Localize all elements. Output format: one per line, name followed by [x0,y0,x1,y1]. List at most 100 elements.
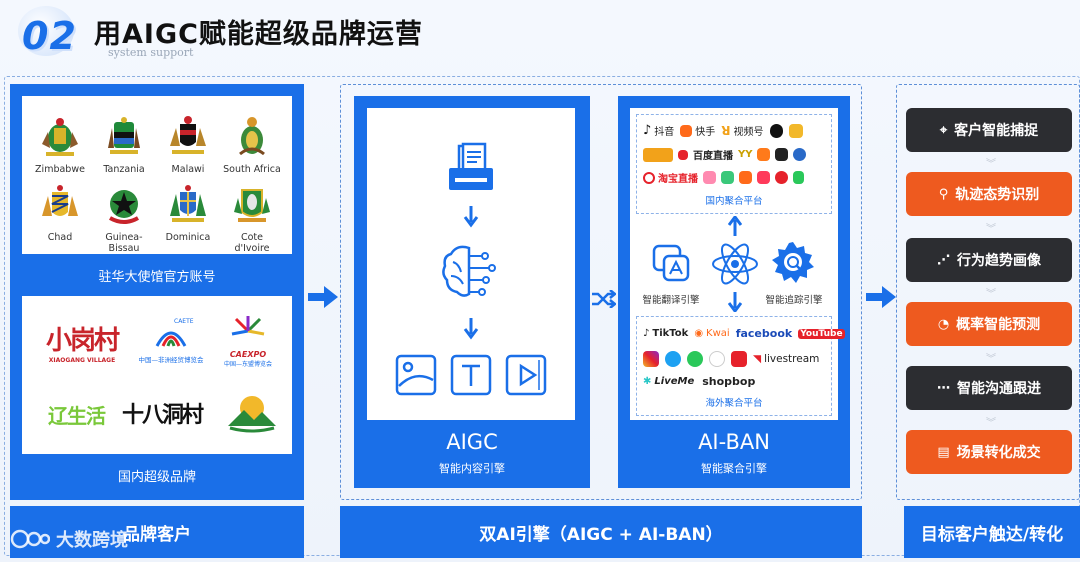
embassy-malawi: Malawi [158,114,218,175]
pie-icon: ◔ [937,316,950,332]
overseas-platforms-box: ♪TikTok ◉Kwai facebook YouTube ◥livestre… [636,316,845,416]
domestic-label: 国内聚合平台 [705,196,763,207]
tanzania-emblem-icon [108,117,140,154]
translate-engine-icon [652,244,690,282]
brand-xiaogang: 小岗村 XIAOGANG VILLAGE [45,326,120,364]
step-scene-conversion: ▤场景转化成交 [906,430,1072,474]
embassy-zimbabwe: Zimbabwe [30,114,90,175]
huya-icon [643,147,673,162]
trend-icon: ⋰ [937,252,950,268]
step-customer-capture: ⌖客户智能捕捉 [906,108,1072,152]
shipinhao-icon: ꓤ [721,123,731,138]
platform-kwai: ◉Kwai [694,328,730,339]
card-icon: ▤ [937,444,950,460]
platform-youtube: YouTube [798,328,845,339]
embassy-dominica: Dominica [158,182,218,243]
qq-icon [769,123,783,138]
platform-shopbop: shopbop [702,375,756,388]
flow-arrow-2-icon [866,286,896,308]
brand-shibadongcun: 十八洞村 [122,402,204,428]
platform-facebook: facebook [735,327,793,340]
app-icon-orange [757,148,771,161]
app-icon-green-2 [793,171,804,184]
app-icon-orange-2 [739,171,752,184]
dominica-emblem-icon [170,185,206,222]
brand-caexpo: CAEXPO 中国—东盟博览会 [218,316,278,368]
flow-arrow-1-icon [308,286,338,308]
shuffle-icon [592,290,616,308]
app-icon-red [757,171,770,184]
twitter-icon [665,351,681,367]
platform-taobao-live: 淘宝直播 [643,170,698,185]
platform-liveme: ✱LiveMe [643,376,695,387]
brand-mountain-logo [226,392,278,438]
text-content-icon [450,354,492,396]
target-icon: ⌖ [939,122,948,138]
instagram-icon [643,351,659,367]
step-smart-followup: ⋯智能沟通跟进 [906,366,1072,410]
caexpo-logo-icon [231,316,265,336]
chevron-down-icon: ︾ [986,354,996,365]
app-icon-pink [703,171,716,184]
aigc-title: AIGC [446,430,498,454]
chevron-down-icon: ︾ [986,289,996,300]
kwai-icon: ◉ [694,328,704,339]
embassy-south-africa: South Africa [222,114,282,175]
footer-target-conversion: 目标客户触达/转化 [904,506,1080,558]
embassy-guinea-bissau: Guinea-Bissau [94,182,154,254]
liveme-icon: ✱ [643,376,652,387]
aigc-subtitle: 智能内容引擎 [439,462,505,475]
step-probability-prediction: ◔概率智能预测 [906,302,1072,346]
middle-frame [340,84,862,500]
platform-baidu-live: 百度直播 [693,151,733,162]
app-icon-blue [793,148,807,161]
kuaishou-icon [680,124,693,137]
guinea-bissau-emblem-icon [109,190,139,224]
section-number: 02 [22,14,77,58]
chad-emblem-icon [42,185,78,216]
chevron-down-icon: ︾ [986,418,996,429]
footer-dual-ai-engine: 双AI引擎（AIGC + AI-BAN） [340,506,862,558]
app-icon-dark [775,148,789,161]
tracking-engine-icon [772,242,814,283]
platform-yy: YY [738,149,753,160]
embassy-cote-divoire: Cote d'Ivoire [222,182,282,254]
platform-kuaishou: 快手 [680,123,715,138]
down-arrow-icon [463,318,479,340]
header-badge-bg [18,6,74,56]
caete-logo-icon [155,331,187,347]
douyin-icon: ♪ [643,123,652,138]
aiban-title: AI-BAN [698,430,770,454]
document-printer-icon [449,142,493,190]
cote-divoire-emblem-icon [234,189,270,222]
footer-brand-clients: 品牌客户 [10,506,304,558]
page-title: 用AIGC赋能超级品牌运营 [94,19,423,50]
malawi-emblem-icon [170,116,206,154]
taobao-icon [643,171,655,184]
chevron-down-icon: ︾ [986,159,996,170]
wechat-icon [788,123,803,138]
douyu-icon [678,149,688,160]
chat-icon: ⋯ [937,380,950,396]
app-icon-red-2 [775,171,788,184]
embassy-tanzania: Tanzania [94,114,154,175]
location-icon: ⚲ [938,186,949,202]
livestream-icon: ◥ [753,353,762,365]
line-icon [687,351,703,367]
platform-tiktok: ♪TikTok [643,328,689,339]
step-trajectory-recognition: ⚲轨迹态势识别 [906,172,1072,216]
video-content-icon [505,354,547,396]
embassies-card: Zimbabwe Tanzania Malawi South Africa Ch… [22,96,292,254]
ai-brain-icon [442,245,496,297]
brand-liaoshenghuo: 辽生活 [48,404,106,428]
step-behavior-portrait: ⋰行为趋势画像 [906,238,1072,282]
translate-engine-label: 智能翻译引擎 [642,295,700,306]
zimbabwe-emblem-icon [42,118,78,156]
down-arrow-icon [463,206,479,228]
aigc-card [367,108,575,420]
embassy-label: 驻华大使馆官方账号 [98,270,216,285]
overseas-label: 海外聚合平台 [705,398,763,409]
watermark-logo-icon [10,529,50,549]
page-subtitle: system support [108,46,194,59]
